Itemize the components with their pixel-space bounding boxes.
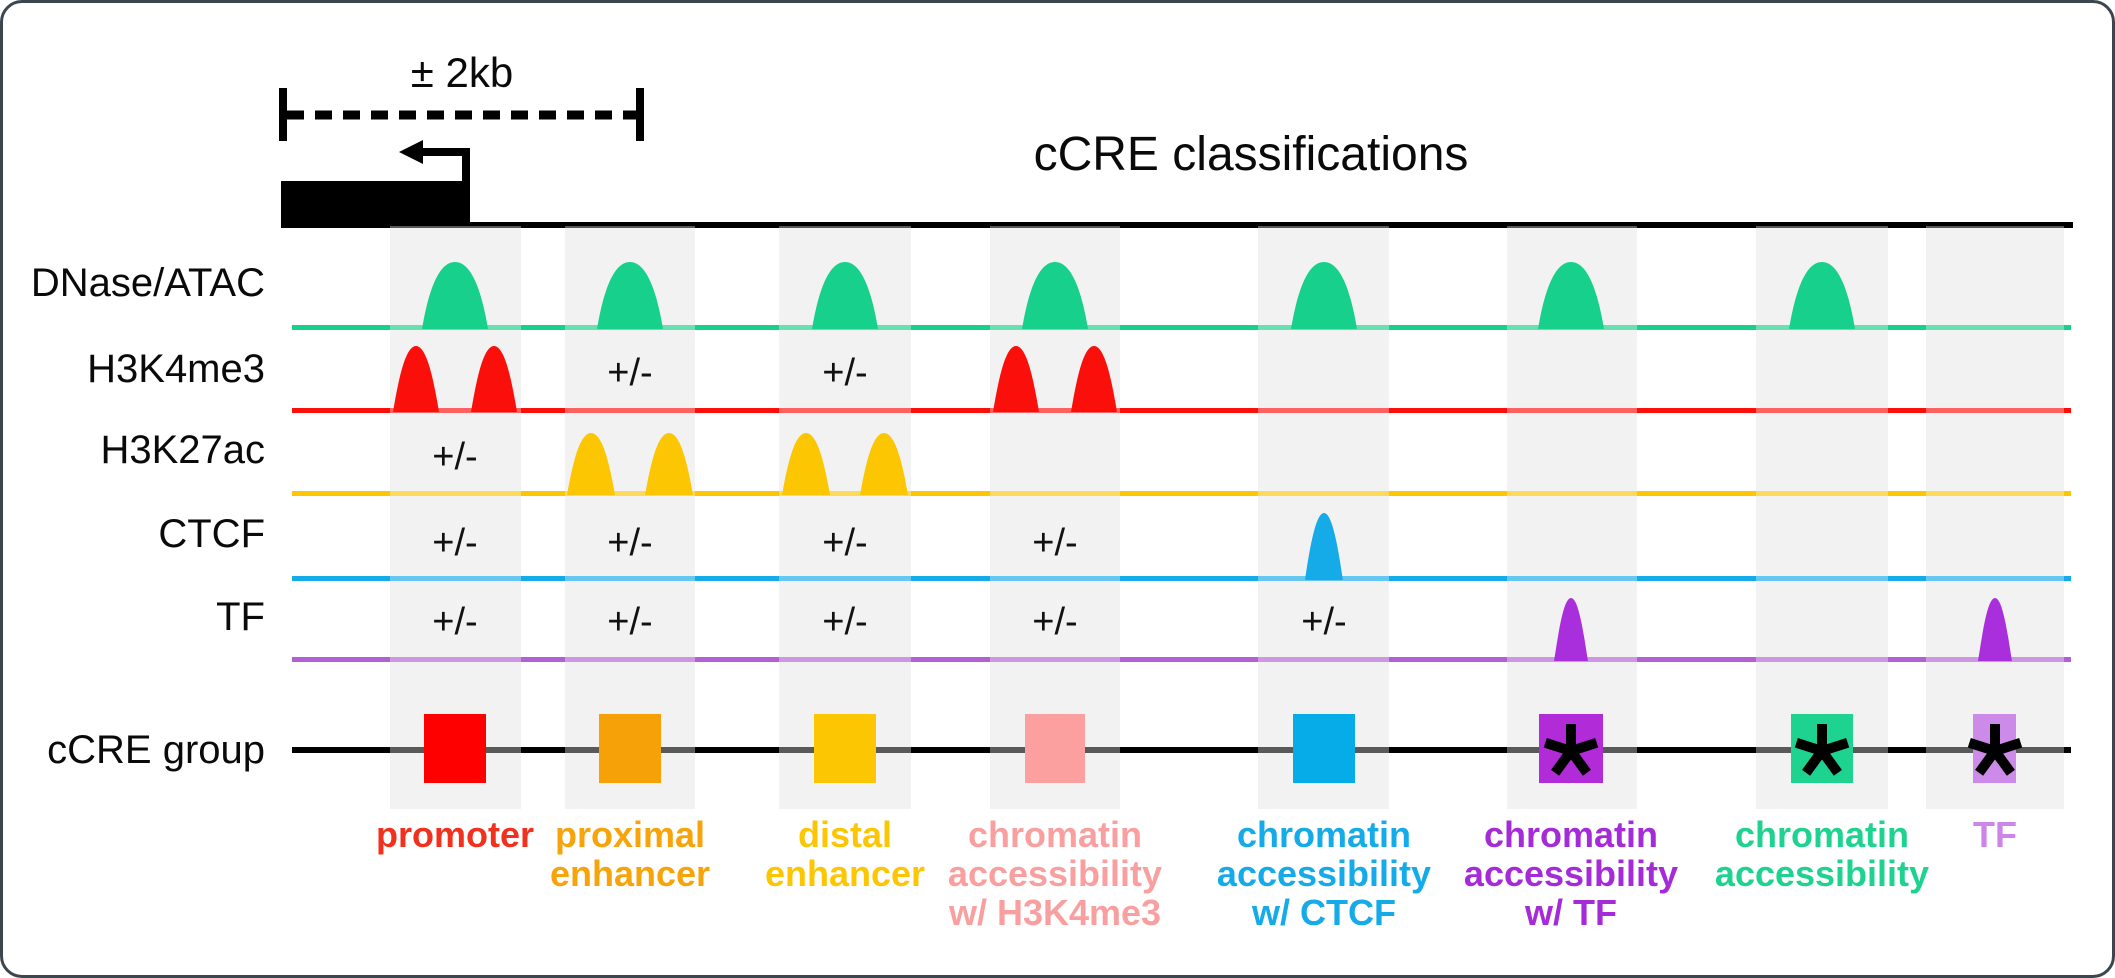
tf-baseline bbox=[292, 657, 2071, 662]
swatch-asterisks bbox=[1543, 724, 2023, 776]
swatch-ca-ctcf bbox=[1293, 714, 1355, 783]
gene-body bbox=[281, 181, 470, 224]
plus-minus-tf-col2: +/- bbox=[607, 601, 653, 643]
page-title: cCRE classifications bbox=[1033, 128, 1469, 181]
plus-minus-ctcf-col1: +/- bbox=[432, 522, 478, 564]
plus-minus-tf-col1: +/- bbox=[432, 601, 478, 643]
plus-minus-tf-col5: +/- bbox=[1301, 601, 1347, 643]
bracket-left-tick bbox=[279, 88, 287, 141]
track-label-ccre-group: cCRE group bbox=[47, 728, 265, 772]
h3k27ac-baseline bbox=[292, 491, 2071, 496]
ccre-group-line bbox=[292, 747, 2071, 753]
h3k4me3-peaks bbox=[393, 346, 1117, 412]
plus-minus-ctcf-col2: +/- bbox=[607, 522, 653, 564]
group-label-tf: TF bbox=[1973, 814, 2017, 855]
scale-label: ± 2kb bbox=[410, 49, 514, 96]
ctcf-peak bbox=[1305, 513, 1343, 580]
group-label-ca-ctcf: chromatin accessibility w/ CTCF bbox=[1216, 814, 1432, 933]
plus-minus-h3k4me3-col2: +/- bbox=[607, 352, 653, 394]
swatch-promoter bbox=[424, 714, 486, 783]
tss-arrow bbox=[399, 140, 470, 183]
track-label-h3k4me3: H3K4me3 bbox=[87, 347, 265, 391]
track-baselines bbox=[292, 325, 2071, 662]
plus-minus-ctcf-col4: +/- bbox=[1032, 522, 1078, 564]
track-label-dnase-atac: DNase/ATAC bbox=[30, 261, 265, 305]
h3k27ac-peaks bbox=[567, 433, 908, 495]
asterisk-ca-tf bbox=[1543, 724, 1599, 776]
asterisk-ca bbox=[1794, 724, 1850, 776]
genome-line bbox=[281, 222, 2073, 228]
group-label-ca-tf: chromatin accessibility w/ TF bbox=[1463, 814, 1679, 933]
swatch-proximal-enhancer bbox=[599, 714, 661, 783]
plus-minus-ctcf-col3: +/- bbox=[822, 522, 868, 564]
group-label-proximal-enhancer: proximal enhancer bbox=[549, 814, 711, 894]
track-label-tf: TF bbox=[216, 595, 265, 639]
dnase-peaks bbox=[422, 262, 1855, 329]
track-label-h3k27ac: H3K27ac bbox=[100, 428, 265, 472]
diagram-canvas bbox=[279, 88, 2073, 809]
group-label-promoter: promoter bbox=[375, 814, 534, 855]
asterisk-tf bbox=[1967, 724, 2023, 776]
plus-minus-h3k27ac-col1: +/- bbox=[432, 436, 478, 478]
group-label-ca-h3k4me3: chromatin accessibility w/ H3K4me3 bbox=[947, 814, 1163, 933]
plus-minus-tf-col3: +/- bbox=[822, 601, 868, 643]
track-label-ctcf: CTCF bbox=[158, 512, 265, 556]
tf-peaks bbox=[1554, 598, 2012, 661]
group-label-distal-enhancer: distal enhancer bbox=[764, 814, 926, 894]
dnase-baseline bbox=[292, 325, 2071, 330]
h3k4me3-baseline bbox=[292, 408, 2071, 413]
plus-minus-tf-col4: +/- bbox=[1032, 601, 1078, 643]
group-label-ca: chromatin accessibility bbox=[1714, 814, 1930, 894]
plus-minus-h3k4me3-col3: +/- bbox=[822, 352, 868, 394]
swatch-ca-h3k4me3 bbox=[1025, 714, 1085, 783]
swatch-distal-enhancer bbox=[814, 714, 876, 783]
ctcf-baseline bbox=[292, 576, 2071, 581]
scale-bracket bbox=[279, 88, 644, 141]
bracket-right-tick bbox=[636, 88, 644, 141]
